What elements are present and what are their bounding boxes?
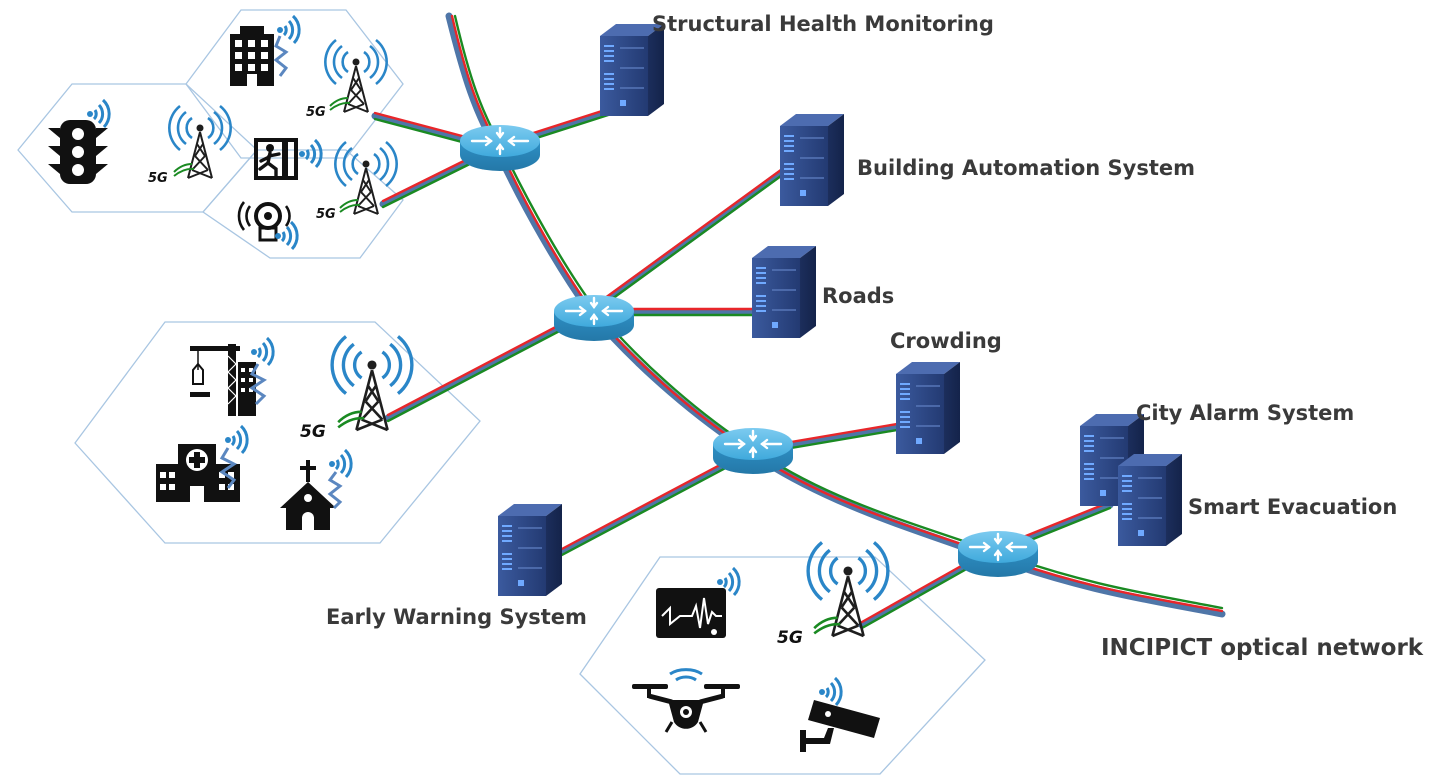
router-2 <box>552 293 636 343</box>
tower-5g-structures: 5G <box>300 334 414 442</box>
label-early-warning-system: Early Warning System <box>326 605 587 629</box>
church-icon <box>280 448 353 530</box>
construction-crane-icon <box>190 336 275 416</box>
seismograph-icon <box>656 566 741 638</box>
label-building-automation-system: Building Automation System <box>857 156 1195 180</box>
label-incipict-optical-network: INCIPICT optical network <box>1101 635 1424 661</box>
label-city-alarm-system: City Alarm System <box>1136 401 1355 425</box>
building-icon <box>230 14 301 86</box>
tower-5g-label: 5G <box>777 628 803 648</box>
server-crowding <box>895 361 961 455</box>
tower-5g-label: 5G <box>316 207 336 222</box>
server-structural-health-monitoring <box>599 23 665 117</box>
hospital-icon <box>156 424 249 502</box>
tower-5g-label: 5G <box>148 171 168 186</box>
server-smart-evacuation <box>1117 453 1183 547</box>
hex-cell-building <box>185 9 404 159</box>
label-smart-evacuation: Smart Evacuation <box>1188 495 1398 519</box>
drone-icon <box>632 668 740 733</box>
hex-cell-sensors <box>579 556 986 775</box>
server-building-automation <box>779 113 845 207</box>
server-roads <box>751 245 817 339</box>
security-camera-icon <box>800 676 880 752</box>
tower-5g-sensors: 5G <box>777 540 890 648</box>
traffic-light-icon <box>48 98 111 184</box>
tower-5g-label: 5G <box>306 105 326 120</box>
tower-5g-building: 5G <box>306 38 388 120</box>
label-roads: Roads <box>822 284 895 308</box>
router-4 <box>956 529 1040 579</box>
tower-5g-label: 5G <box>300 422 326 442</box>
server-early-warning <box>497 503 563 597</box>
hex-cell-structures <box>74 321 481 544</box>
emergency-exit-icon <box>254 138 323 180</box>
label-crowding: Crowding <box>890 329 1002 353</box>
router-3 <box>711 426 795 476</box>
label-structural-health-monitoring: Structural Health Monitoring <box>652 12 994 36</box>
router-1 <box>458 123 542 173</box>
tower-5g-emergency: 5G <box>316 140 398 222</box>
fire-alarm-bell-icon <box>237 201 299 251</box>
tower-5g-traffic: 5G <box>148 104 232 186</box>
